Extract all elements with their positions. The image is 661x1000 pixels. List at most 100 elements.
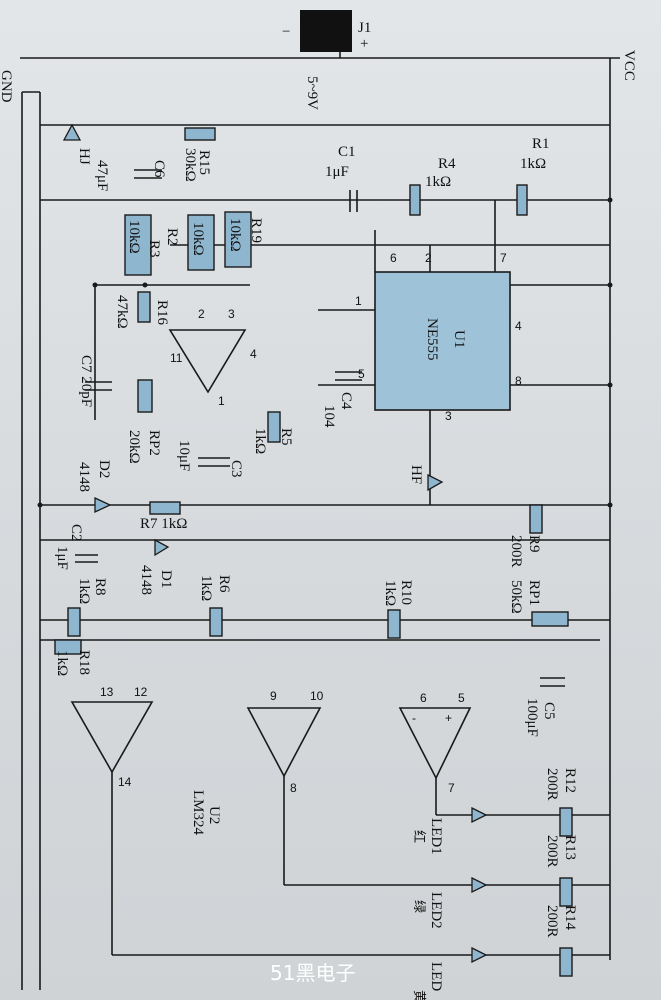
led-2 xyxy=(471,876,488,894)
led2-ref: LED2 xyxy=(428,892,444,929)
resistor-r13 xyxy=(559,877,573,907)
svg-text:8: 8 xyxy=(290,781,297,795)
r1-value: 1kΩ xyxy=(520,156,546,172)
led-hf xyxy=(427,473,444,492)
opamp-u2d xyxy=(70,701,154,774)
led1-ref: LED1 xyxy=(428,818,444,855)
resistor-r5 xyxy=(267,411,281,443)
c1-value: 1μF xyxy=(325,164,349,180)
opamp-u2b xyxy=(398,707,472,780)
resistor-r4 xyxy=(409,184,421,216)
d1-value: 4148 xyxy=(138,565,154,595)
d2-ref: D2 xyxy=(96,460,112,478)
j1-ref: J1 xyxy=(358,20,371,36)
svg-text:3: 3 xyxy=(228,307,235,321)
r16-value: 47kΩ xyxy=(114,295,130,329)
hj-ref: HJ xyxy=(76,148,92,165)
svg-text:4: 4 xyxy=(250,347,257,361)
r18-value: 1kΩ xyxy=(54,650,70,676)
r4-ref: R4 xyxy=(438,156,456,172)
r18-ref: R18 xyxy=(76,650,92,675)
svg-text:5: 5 xyxy=(458,691,465,705)
r7-label: R7 1kΩ xyxy=(140,516,187,532)
svg-text:10: 10 xyxy=(310,689,324,703)
r2-value: 10kΩ xyxy=(190,222,206,256)
r14-value: 200R xyxy=(544,905,560,938)
vcc-label: VCC xyxy=(621,50,637,81)
svg-text:3: 3 xyxy=(445,409,452,423)
connector-j1 xyxy=(300,10,352,52)
r4-value: 1kΩ xyxy=(425,174,451,190)
c2-value: 1μF xyxy=(54,546,70,570)
rp1-ref: RP1 xyxy=(526,580,542,606)
j1-voltage: 5~9V xyxy=(304,76,320,110)
r14-ref: R14 xyxy=(562,905,578,931)
svg-text:7: 7 xyxy=(448,781,455,795)
svg-text:14: 14 xyxy=(118,775,132,789)
c6-ref: C6 xyxy=(151,160,167,178)
r8-value: 1kΩ xyxy=(76,578,92,604)
u2-part: LM324 xyxy=(190,790,206,836)
opamp-u2c xyxy=(246,707,322,778)
r9-ref: R9 xyxy=(526,535,542,553)
resistor-r14 xyxy=(559,947,573,977)
led-hj xyxy=(62,123,82,141)
svg-text:5: 5 xyxy=(358,367,365,381)
r10-ref: R10 xyxy=(398,580,414,605)
r12-value: 200R xyxy=(544,768,560,801)
u1-part: NE555 xyxy=(424,318,440,361)
resistor-r12 xyxy=(559,807,573,837)
svg-text:2: 2 xyxy=(198,307,205,321)
j1-minus: − xyxy=(282,24,290,40)
led3-ref: LED xyxy=(428,962,444,991)
c4-value: 104 xyxy=(321,405,337,428)
resistor-r1 xyxy=(516,184,528,216)
c3-ref: C3 xyxy=(228,460,244,478)
u2-ref: U2 xyxy=(206,806,222,824)
watermark: 51黑电子 xyxy=(270,961,355,985)
svg-text:+: + xyxy=(445,711,452,725)
rp2-value: 20kΩ xyxy=(126,430,142,464)
resistor-r9 xyxy=(529,504,543,534)
c6-value: 47μF xyxy=(94,160,110,191)
r6-ref: R6 xyxy=(216,575,232,593)
r3-ref: R3 xyxy=(146,240,162,258)
resistor-r6 xyxy=(209,607,223,637)
rp1-value: 50kΩ xyxy=(508,580,524,614)
svg-text:2: 2 xyxy=(425,251,432,265)
c7-label: C7 20pF xyxy=(78,355,94,407)
resistor-r10 xyxy=(387,609,401,639)
c4-ref: C4 xyxy=(338,392,354,410)
led2-color: 绿 xyxy=(411,900,426,913)
resistor-r8 xyxy=(67,607,81,637)
r16-ref: R16 xyxy=(154,300,170,326)
c3-value: 10μF xyxy=(176,440,192,471)
svg-text:12: 12 xyxy=(134,685,148,699)
r1-ref: R1 xyxy=(532,136,550,152)
r9-value: 200R xyxy=(508,535,524,568)
r3-value: 10kΩ xyxy=(126,220,142,254)
diode-d2 xyxy=(94,496,112,514)
j1-plus: + xyxy=(360,36,368,52)
r19-value: 10kΩ xyxy=(227,218,243,252)
r2-ref: R2 xyxy=(164,228,180,246)
svg-text:4: 4 xyxy=(515,319,522,333)
c5-ref: C5 xyxy=(541,702,557,720)
r5-value: 1kΩ xyxy=(252,428,268,454)
svg-text:6: 6 xyxy=(390,251,397,265)
svg-text:13: 13 xyxy=(100,685,114,699)
led-1 xyxy=(471,806,488,824)
led-3 xyxy=(471,946,488,964)
svg-text:1: 1 xyxy=(355,294,362,308)
r15-value: 30kΩ xyxy=(182,148,198,182)
diode-d1 xyxy=(154,538,170,557)
r5-ref: R5 xyxy=(278,428,294,446)
led1-color: 红 xyxy=(411,830,427,843)
r12-ref: R12 xyxy=(562,768,578,793)
potentiometer-rp2 xyxy=(137,379,153,413)
r13-value: 200R xyxy=(544,835,560,868)
c5-value: 100μF xyxy=(524,698,540,737)
u1-ref: U1 xyxy=(451,330,467,348)
